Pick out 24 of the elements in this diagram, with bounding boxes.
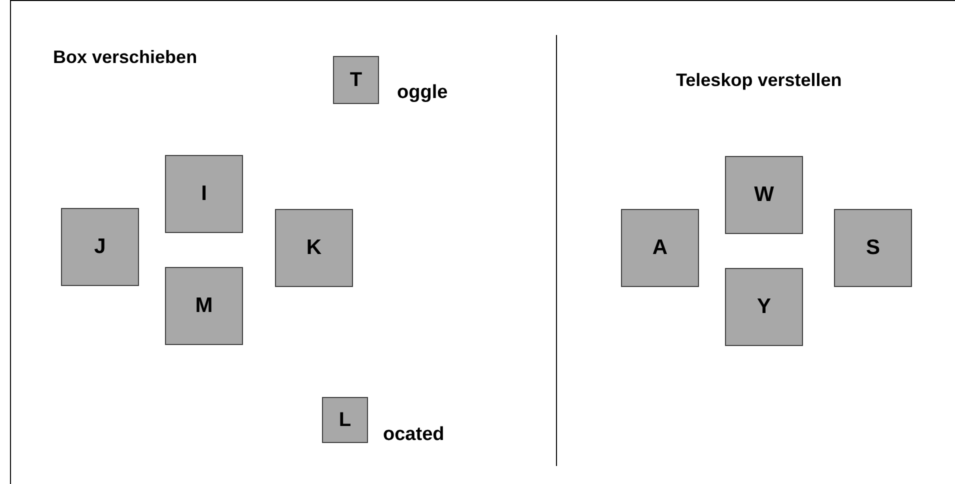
key-box xyxy=(165,267,243,345)
key-caption: ocated xyxy=(383,424,444,446)
key-caption: oggle xyxy=(397,82,448,104)
key-box xyxy=(725,156,803,234)
key-letter: M xyxy=(195,294,213,318)
key-box xyxy=(333,56,379,104)
key-box xyxy=(621,209,699,287)
key-letter: Y xyxy=(756,295,771,319)
key-letter: S xyxy=(866,236,880,260)
key-letter: T xyxy=(350,68,362,92)
key-letter: W xyxy=(754,183,774,207)
section-heading: Teleskop verstellen xyxy=(676,70,842,91)
key-box xyxy=(275,209,353,287)
key-letter: K xyxy=(306,236,322,260)
key-box xyxy=(725,268,803,346)
section-heading: Box verschieben xyxy=(53,47,198,68)
key-box xyxy=(165,155,243,233)
key-box xyxy=(322,397,368,443)
key-letter: J xyxy=(94,235,106,259)
key-letter: L xyxy=(338,408,352,432)
key-letter: A xyxy=(652,236,668,260)
key-box xyxy=(61,208,139,286)
key-box xyxy=(834,209,912,287)
key-letter: I xyxy=(201,182,207,206)
